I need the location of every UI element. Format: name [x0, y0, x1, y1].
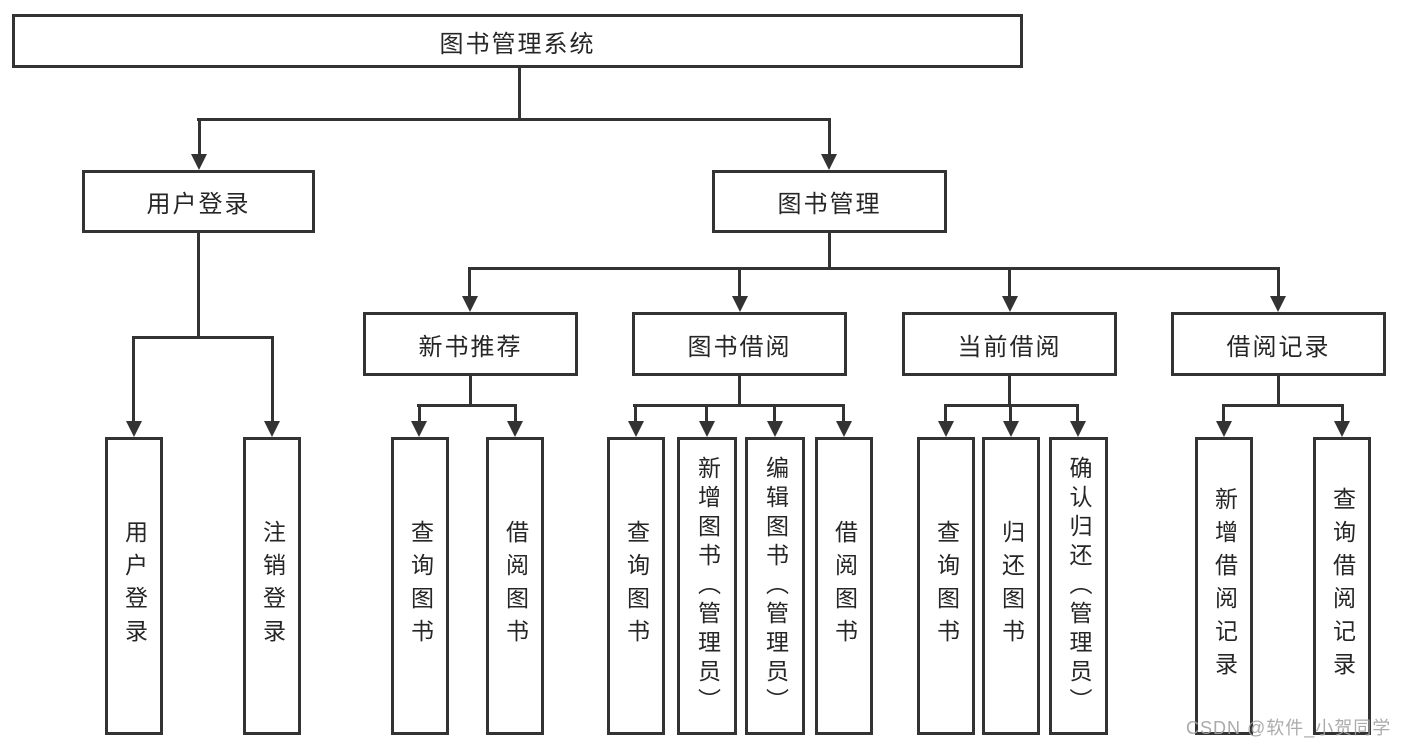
arrow-down-icon [699, 421, 715, 437]
leaf-cb-return-book: 归还图书 [982, 437, 1040, 735]
leaf-cb-confirm-return-admin: 确认归还（管理员） [1049, 437, 1108, 735]
connector-line [842, 404, 845, 422]
arrow-down-icon [191, 154, 207, 170]
leaf-logout-label: 注销登录 [259, 520, 286, 652]
node-borrow-record-label: 借阅记录 [1226, 333, 1331, 361]
node-root-label: 图书管理系统 [439, 30, 596, 58]
connector-line [198, 118, 201, 156]
leaf-cb-confirm-return-admin-label: 确认归还（管理员） [1066, 455, 1092, 717]
leaf-bb-edit-book-admin: 编辑图书（管理员） [745, 437, 805, 735]
connector-line [1222, 404, 1343, 407]
node-current-borrow-label: 当前借阅 [957, 333, 1062, 361]
node-user-login-label: 用户登录 [146, 191, 251, 218]
connector-line [132, 336, 135, 422]
node-current-borrow: 当前借阅 [902, 312, 1117, 376]
leaf-user-login-label: 用户登录 [121, 520, 148, 652]
leaf-br-add-record: 新增借阅记录 [1195, 437, 1253, 735]
arrow-down-icon [1270, 296, 1286, 312]
arrow-down-icon [264, 421, 280, 437]
leaf-cb-return-book-label: 归还图书 [998, 520, 1025, 652]
connector-line [132, 336, 274, 339]
leaf-cb-query-book: 查询图书 [917, 437, 975, 735]
arrow-down-icon [1334, 421, 1350, 437]
arrow-down-icon [411, 421, 427, 437]
leaf-logout: 注销登录 [243, 437, 301, 735]
connector-line [633, 404, 844, 407]
arrow-down-icon [732, 296, 748, 312]
leaf-bb-edit-book-admin-label: 编辑图书（管理员） [762, 455, 789, 717]
connector-line [738, 376, 741, 407]
connector-line [1076, 404, 1079, 422]
connector-line [468, 267, 471, 298]
connector-line [271, 336, 274, 422]
connector-line [1009, 404, 1012, 422]
connector-line [197, 118, 831, 121]
node-borrow-record: 借阅记录 [1171, 312, 1386, 376]
node-book-borrow: 图书借阅 [632, 312, 847, 376]
node-root: 图书管理系统 [12, 14, 1023, 68]
connector-line [1277, 267, 1280, 298]
leaf-bb-borrow-book: 借阅图书 [815, 437, 873, 735]
arrow-down-icon [821, 154, 837, 170]
connector-line [634, 404, 637, 422]
leaf-user-login: 用户登录 [105, 437, 163, 735]
connector-line [1222, 404, 1225, 422]
arrow-down-icon [938, 421, 954, 437]
arrow-down-icon [126, 421, 142, 437]
node-book-management-label: 图书管理 [777, 191, 882, 218]
connector-line [705, 404, 708, 422]
connector-line [1277, 376, 1280, 407]
connector-line [828, 233, 831, 270]
watermark: CSDN @软件_小贺同学 [1186, 718, 1392, 738]
leaf-bb-query-book: 查询图书 [607, 437, 665, 735]
leaf-br-query-record-label: 查询借阅记录 [1329, 487, 1356, 685]
arrow-down-icon [507, 421, 523, 437]
leaf-bb-query-book-label: 查询图书 [623, 520, 650, 652]
node-book-management: 图书管理 [712, 170, 947, 233]
connector-line [469, 376, 472, 407]
arrow-down-icon [628, 421, 644, 437]
connector-line [514, 404, 517, 422]
arrow-down-icon [1002, 296, 1018, 312]
connector-line [197, 232, 200, 339]
connector-line [1341, 404, 1344, 422]
connector-line [1008, 267, 1011, 298]
connector-line [738, 267, 741, 298]
connector-line [468, 267, 1280, 270]
node-user-login: 用户登录 [82, 170, 315, 233]
connector-line [518, 67, 521, 121]
node-book-borrow-label: 图书借阅 [687, 333, 792, 361]
arrow-down-icon [1216, 421, 1232, 437]
arrow-down-icon [1070, 421, 1086, 437]
connector-line [1008, 376, 1011, 407]
leaf-bb-add-book-admin: 新增图书（管理员） [677, 437, 737, 735]
leaf-nb-query-book-label: 查询图书 [407, 520, 434, 652]
leaf-bb-add-book-admin-label: 新增图书（管理员） [694, 455, 721, 717]
arrow-down-icon [1003, 421, 1019, 437]
arrow-down-icon [767, 421, 783, 437]
leaf-cb-query-book-label: 查询图书 [933, 520, 960, 652]
leaf-bb-borrow-book-label: 借阅图书 [831, 520, 858, 652]
leaf-br-query-record: 查询借阅记录 [1313, 437, 1371, 735]
leaf-nb-borrow-book-label: 借阅图书 [502, 520, 529, 652]
leaf-nb-borrow-book: 借阅图书 [486, 437, 544, 735]
connector-line [944, 404, 947, 422]
arrow-down-icon [462, 296, 478, 312]
arrow-down-icon [836, 421, 852, 437]
node-new-book-recommend: 新书推荐 [363, 312, 578, 376]
connector-line [773, 404, 776, 422]
connector-line [828, 118, 831, 156]
node-new-book-recommend-label: 新书推荐 [418, 333, 523, 361]
connector-line [417, 404, 517, 407]
leaf-br-add-record-label: 新增借阅记录 [1211, 487, 1238, 685]
connector-line [418, 404, 421, 422]
leaf-nb-query-book: 查询图书 [391, 437, 449, 735]
